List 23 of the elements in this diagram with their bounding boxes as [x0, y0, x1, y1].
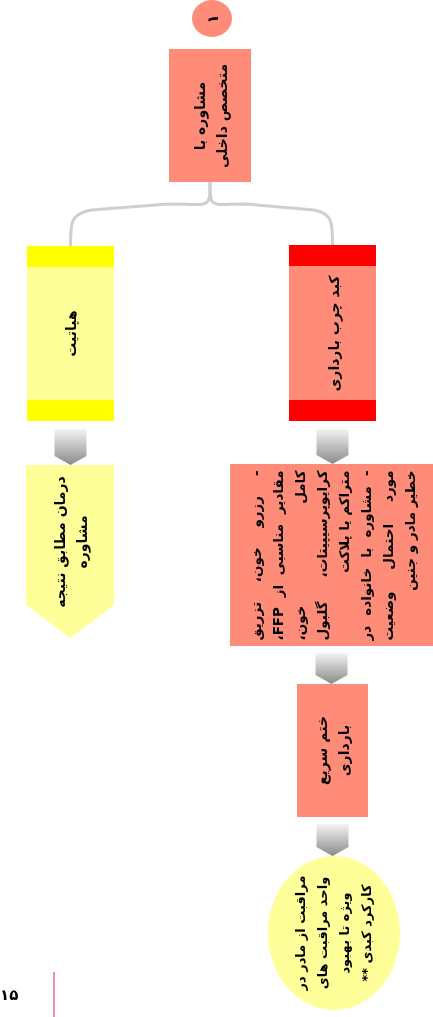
box-text: - مشاوره با خانواده در مورد احتمال وضعیت خطیر مادر و جنین	[355, 470, 419, 640]
box-text: مشاوره با متخصص داخلی	[190, 62, 232, 170]
box-text: مراقبت از مادر در واحد مراقبت های ویژه تا بهبود کارکرد کبدی **	[292, 874, 375, 993]
process-box	[230, 464, 433, 646]
condition-box	[289, 245, 376, 421]
process-box	[297, 684, 368, 817]
chevron-arrow	[316, 428, 349, 464]
step-number: ۱	[202, 13, 222, 24]
box-text: هپاتیت	[61, 310, 80, 357]
chevron-arrow	[315, 652, 348, 684]
brace-connector	[69, 182, 212, 246]
box-text: ختم سریع بارداری	[312, 715, 353, 787]
arrow-shaped-box	[26, 465, 114, 638]
condition-box	[27, 246, 114, 421]
chevron-arrow	[54, 428, 87, 465]
box-text: - رزرو خون، تزریق مقادیر مناسبی از FFP، کامل خون، کرایوپرسیپیتات، گلبول متراکم یا پلاکت	[245, 470, 353, 640]
box-text: درمان مطابق نتیجه مشاوره	[50, 474, 92, 610]
page-number: ۱۵	[0, 986, 19, 1004]
process-box	[169, 49, 251, 182]
brace-connector	[208, 182, 334, 245]
chevron-arrow	[316, 824, 349, 856]
step-number-circle	[192, 0, 232, 37]
box-text: کبد چرب بارداری	[323, 275, 343, 391]
